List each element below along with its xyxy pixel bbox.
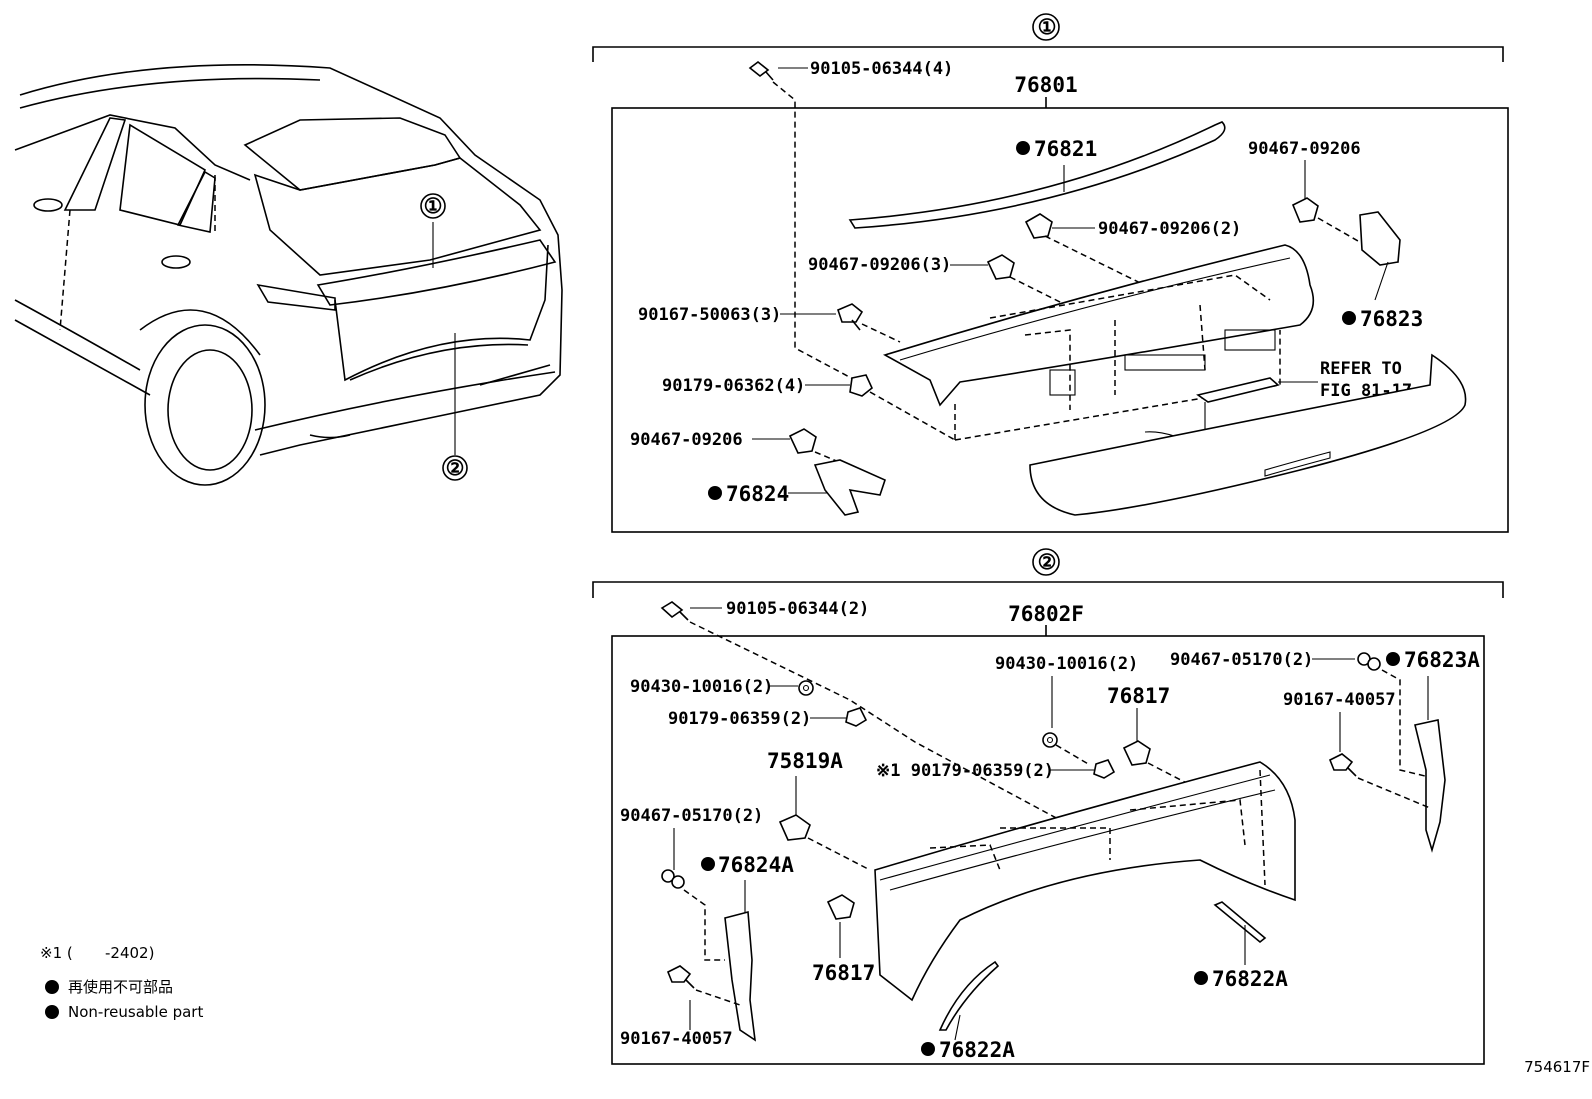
part-90467-09206-top: 90467-09206 <box>1248 139 1361 159</box>
part-90467-05170-2-left: 90467-05170(2) <box>620 806 763 826</box>
figure-id: 754617F <box>1524 1058 1590 1076</box>
part-75819A: 75819A <box>767 749 843 773</box>
part-90467-05170-2-top: 90467-05170(2) <box>1170 650 1313 670</box>
part-90467-09206-lower: 90467-09206 <box>630 430 743 450</box>
non-reusable-bullet-en <box>45 1005 59 1019</box>
part-90105-06344-2: 90105-06344(2) <box>726 599 869 619</box>
part-76824: 76824 <box>726 482 789 506</box>
part-90167-40057-right: 90167-40057 <box>1283 690 1396 710</box>
group-1-frame <box>611 107 1509 533</box>
callout-1: ① <box>424 194 443 218</box>
part-76823A: 76823A <box>1404 648 1480 672</box>
legend-english: Non-reusable part <box>68 1003 203 1021</box>
part-90179-06362-4: 90179-06362(4) <box>662 376 805 396</box>
part-76823: 76823 <box>1360 307 1423 331</box>
part-90430-10016-2-left: 90430-10016(2) <box>630 677 773 697</box>
part-90467-09206-3: 90467-09206(3) <box>808 255 951 275</box>
part-76822A-bottom: 76822A <box>939 1038 1015 1062</box>
part-90167-40057-left: 90167-40057 <box>620 1029 733 1049</box>
section-1-marker: ① <box>1038 15 1057 39</box>
assembly-76802F: 76802F <box>1008 602 1084 626</box>
vehicle-illustration: ① ② <box>14 64 563 486</box>
note-1-value: -2402) <box>105 944 154 962</box>
part-76817-top: 76817 <box>1107 684 1170 708</box>
section-1: ① 76801 90105-06344(4) 76821 90467-09206… <box>592 13 1509 533</box>
group-2-frame <box>611 635 1485 1065</box>
part-90167-50063-3: 90167-50063(3) <box>638 305 781 325</box>
part-note1-90179-06359-2: ※1 90179-06359(2) <box>876 761 1054 781</box>
section-2: ② 76802F 90105-06344(2) 90430-10016(2) 9… <box>592 548 1504 1065</box>
part-90179-06359-2: 90179-06359(2) <box>668 709 811 729</box>
part-76822A-right: 76822A <box>1212 967 1288 991</box>
part-90430-10016-2-right: 90430-10016(2) <box>995 654 1138 674</box>
refer-to: REFER TO <box>1320 359 1402 379</box>
callout-2: ② <box>446 456 465 480</box>
part-90105-06344-4: 90105-06344(4) <box>810 59 953 79</box>
part-90467-09206-2: 90467-09206(2) <box>1098 219 1241 239</box>
note-1-prefix: ※1 ( <box>40 944 73 962</box>
non-reusable-bullet-jp <box>45 980 59 994</box>
part-76821: 76821 <box>1034 137 1097 161</box>
part-76824A: 76824A <box>718 853 794 877</box>
legend: ※1 ( -2402) 再使用不可部品 Non-reusable part <box>40 944 203 1021</box>
section-2-marker: ② <box>1038 550 1057 574</box>
part-76817-bottom: 76817 <box>812 961 875 985</box>
assembly-76801: 76801 <box>1014 73 1077 97</box>
legend-japanese: 再使用不可部品 <box>68 978 173 996</box>
